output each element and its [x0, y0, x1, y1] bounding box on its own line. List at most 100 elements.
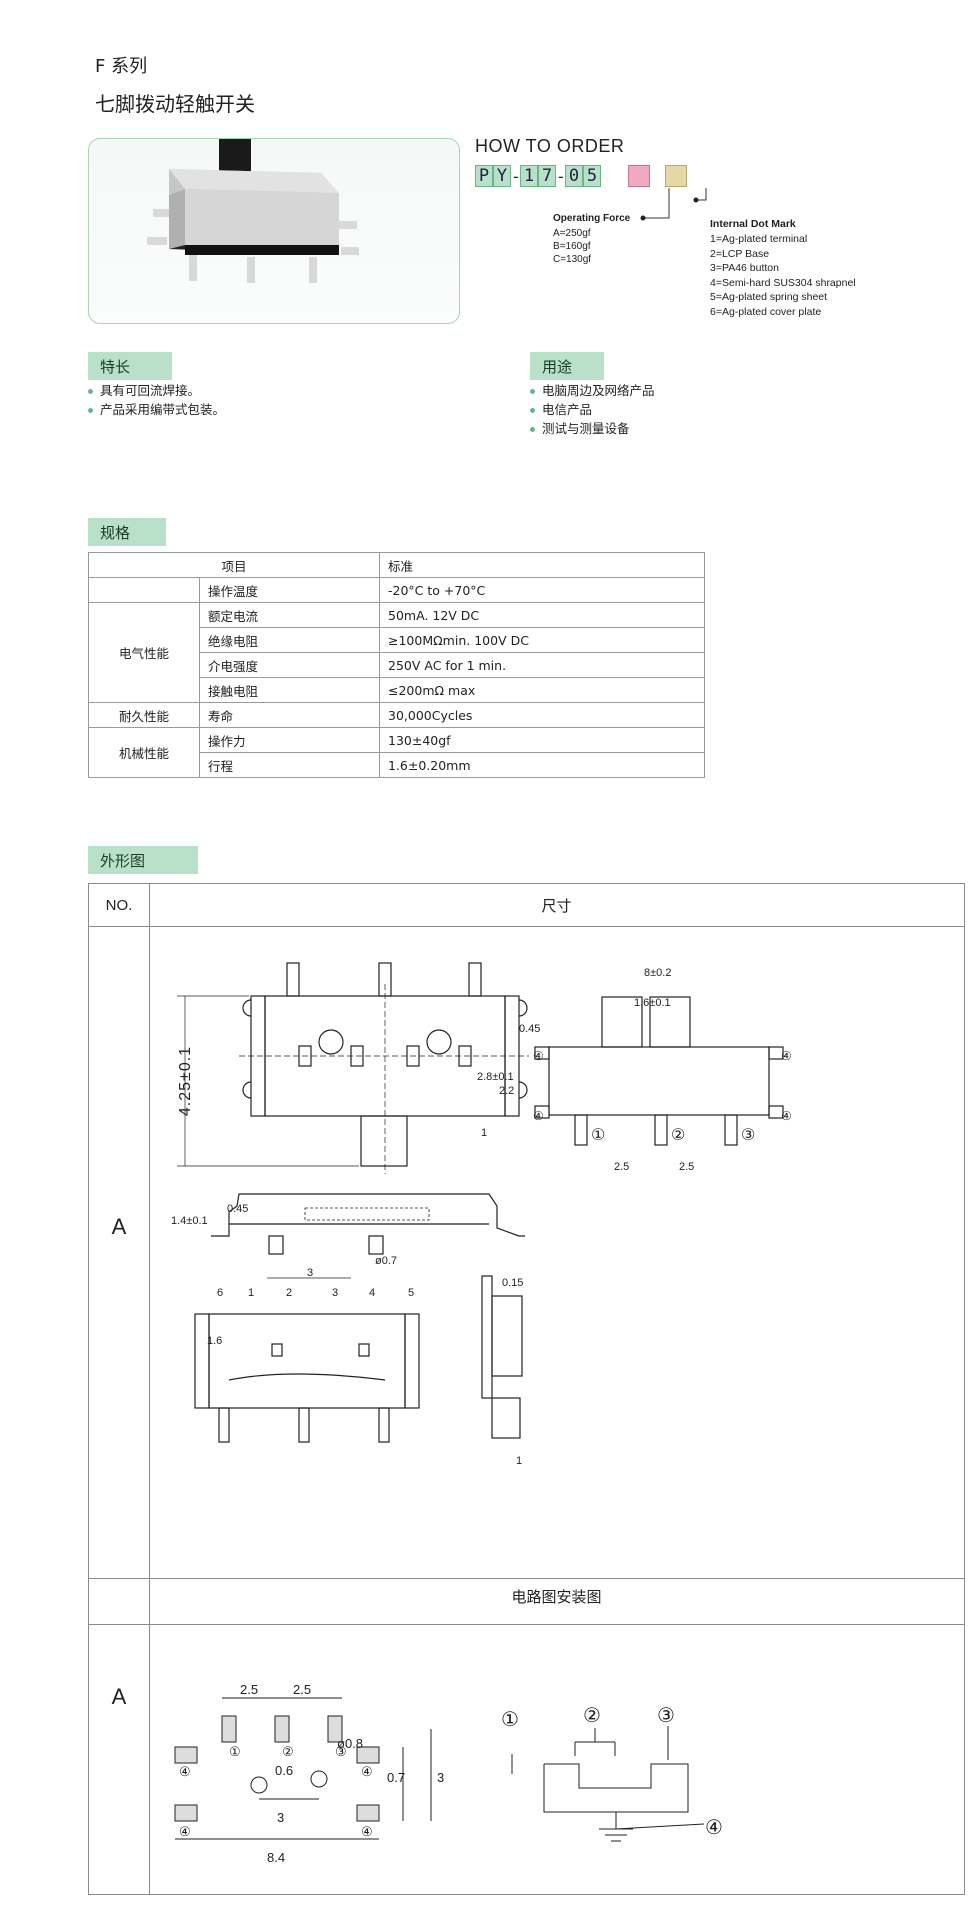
- code-char: Y: [493, 165, 511, 187]
- technical-drawings: 8±0.2 1.6±0.1 0.45 2.2 2.8±0.1 1 2.5 2.5…: [171, 962, 784, 1467]
- row-label: A: [111, 1684, 127, 1709]
- pin-label: ②: [282, 1744, 294, 1759]
- force-option: A=250gf: [553, 228, 591, 239]
- dot-mark-box: [665, 165, 687, 187]
- spec-cell: 绝缘电阻: [199, 627, 380, 653]
- spec-cell: 额定电流: [199, 602, 380, 628]
- table-row: 项目 标准: [88, 552, 705, 578]
- spec-head-std: 标准: [379, 552, 705, 578]
- spec-cell: 1.6±0.20mm: [379, 752, 705, 778]
- spec-cell: 介电强度: [199, 652, 380, 678]
- section-drawings: [194, 1275, 523, 1443]
- spec-cell: ≥100MΩmin. 100V DC: [379, 627, 705, 653]
- spec-cell: 行程: [199, 752, 380, 778]
- spec-cell: -20°C to +70°C: [379, 577, 705, 603]
- code-char: 1: [520, 165, 538, 187]
- dot-mark-item: 2=LCP Base: [710, 247, 770, 260]
- dim-label-425: 4.25±0.1: [177, 1045, 195, 1117]
- pin-label: ②: [583, 1705, 601, 1727]
- dim-label: 1: [516, 1455, 522, 1467]
- dot-mark-item: 1=Ag-plated terminal: [710, 233, 808, 245]
- dim-label: 1.6: [207, 1335, 222, 1347]
- dim-label: 3: [437, 1770, 444, 1785]
- dim-label: 0.6: [275, 1763, 293, 1778]
- spec-head-item: 项目: [88, 552, 380, 578]
- dim-label: 0.45: [519, 1023, 540, 1035]
- spec-cell: ≤200mΩ max: [379, 677, 705, 703]
- dim-label: 4: [369, 1287, 375, 1299]
- circuit-header: 电路图安装图: [511, 1588, 602, 1606]
- pin-label: ④: [781, 1109, 792, 1123]
- order-code: P Y - 1 7 - 0 5: [475, 164, 687, 188]
- no-header: NO.: [105, 896, 133, 914]
- size-header: 尺寸: [541, 896, 572, 915]
- dim-label: 0.7: [387, 1770, 405, 1785]
- dim-label: 3: [307, 1267, 313, 1279]
- dimension-labels: 8±0.2 1.6±0.1 0.45 2.2 2.8±0.1 1 2.5 2.5…: [171, 967, 694, 1467]
- dot-mark-list: 1=Ag-plated terminal 2=LCP Base 3=PA46 b…: [710, 232, 856, 319]
- right-view-pin-labels: ④ ④ ④ ④ ① ② ③: [533, 1049, 792, 1144]
- spec-cell: 250V AC for 1 min.: [379, 652, 705, 678]
- feature-item: 产品采用编带式包装。: [88, 400, 225, 419]
- usage-item: 电脑周边及网络产品: [530, 381, 655, 400]
- spec-cell: 接触电阻: [199, 677, 380, 703]
- dim-label: 1.4±0.1: [171, 1215, 208, 1227]
- pin-label: ④: [361, 1824, 373, 1839]
- pin-label: ④: [179, 1824, 191, 1839]
- spec-group: 电气性能: [88, 602, 200, 703]
- spec-cell: 操作力: [199, 727, 380, 753]
- usage-item: 测试与测量设备: [530, 419, 655, 438]
- spec-group: 耐久性能: [88, 702, 200, 728]
- outline-table: NO. 尺寸 A 电路图安装图 A: [88, 883, 965, 1895]
- how-to-order-title: HOW TO ORDER: [475, 136, 625, 156]
- usage-item: 电信产品: [530, 400, 655, 419]
- dim-label: 0.45: [227, 1203, 248, 1215]
- operating-force-label: Operating Force: [553, 213, 631, 224]
- spec-cell: 寿命: [199, 702, 380, 728]
- dim-label: 2.5: [614, 1161, 629, 1173]
- operating-force-list: A=250gf B=160gf C=130gf: [553, 227, 591, 266]
- outline-label: 外形图: [88, 846, 198, 874]
- dim-label: 1: [248, 1287, 254, 1299]
- dot-mark-label: Internal Dot Mark: [710, 218, 796, 230]
- pin-label: ④: [533, 1109, 544, 1123]
- force-option: C=130gf: [553, 254, 592, 265]
- spec-cell: 50mA. 12V DC: [379, 602, 705, 628]
- product-photo-frame: [88, 138, 460, 324]
- pin-label: ③: [335, 1744, 347, 1759]
- dim-label: 1: [481, 1127, 487, 1139]
- pin-label: ①: [591, 1127, 605, 1144]
- product-title: 七脚拨动轻触开关: [95, 92, 255, 116]
- pin-label: ④: [533, 1049, 544, 1063]
- dot-mark-item: 6=Ag-plated cover plate: [710, 305, 822, 318]
- dot-mark-item: 4=Semi-hard SUS304 shrapnel: [710, 276, 856, 289]
- spec-group: 机械性能: [88, 727, 200, 778]
- usage-label: 用途: [530, 352, 604, 380]
- dim-label: 2.8±0.1: [477, 1071, 514, 1083]
- code-char: 0: [565, 165, 583, 187]
- pin-label: ③: [741, 1127, 755, 1144]
- dim-label: 3: [332, 1287, 338, 1299]
- pin-label: ①: [501, 1709, 519, 1731]
- dim-label: 2: [286, 1287, 292, 1299]
- dim-label: 2.5: [240, 1682, 258, 1697]
- dim-label: ø0.7: [375, 1255, 397, 1267]
- product-render: [147, 139, 359, 283]
- order-leader-lines: [640, 188, 707, 221]
- dim-label: 2.5: [293, 1682, 311, 1697]
- features-list: 具有可回流焊接。 产品采用编带式包装。: [88, 381, 225, 419]
- dim-label: 8±0.2: [644, 967, 671, 979]
- dot-mark-item: 3=PA46 button: [710, 262, 779, 274]
- series-title: F 系列: [95, 56, 148, 77]
- usage-list: 电脑周边及网络产品 电信产品 测试与测量设备: [530, 381, 655, 438]
- table-row: 操作温度-20°C to +70°C: [88, 577, 705, 603]
- features-label: 特长: [88, 352, 172, 380]
- dot-mark-item: 5=Ag-plated spring sheet: [710, 291, 828, 303]
- dim-label: 1.6±0.1: [634, 997, 671, 1009]
- force-option: B=160gf: [553, 241, 591, 252]
